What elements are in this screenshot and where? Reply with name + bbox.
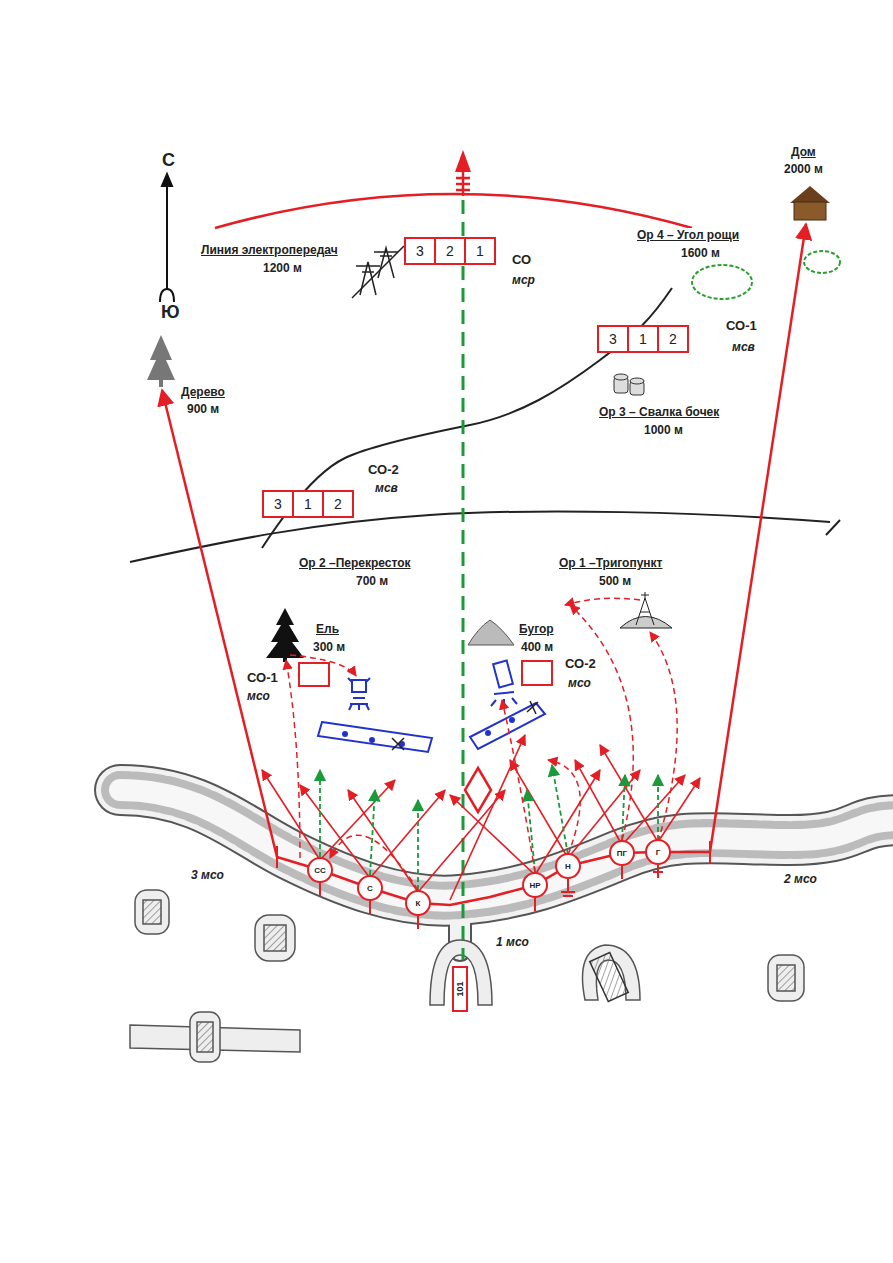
weapon-position: С xyxy=(357,875,383,901)
fire-arrows xyxy=(262,598,700,900)
node-label: 3 xyxy=(274,496,282,512)
node-label: СС xyxy=(314,866,326,875)
spruce xyxy=(266,608,304,662)
compass xyxy=(160,174,174,302)
landmark-name: Ель xyxy=(315,622,340,636)
sector-boundary xyxy=(162,150,806,857)
unit-name: мсо xyxy=(247,689,270,703)
sector-card: СОмср321 xyxy=(404,237,496,265)
node-label: 101 xyxy=(455,981,465,996)
landmark-name: Бугор xyxy=(518,622,555,636)
firing-line xyxy=(277,852,710,905)
power-line xyxy=(352,246,404,298)
node-label: 3 xyxy=(609,331,617,347)
weapon-position: ПГ xyxy=(609,840,635,866)
landmark-name: Дом xyxy=(790,145,817,159)
unit-name: мсо xyxy=(568,676,591,690)
sector-cell: 2 xyxy=(434,237,466,265)
node-label: 1 xyxy=(476,243,484,259)
weapon-position: Н xyxy=(555,853,581,879)
range-label: 1200 м xyxy=(262,261,303,275)
landmark-name: Ор 2 –Перекресток xyxy=(298,556,412,570)
weapon-position: Г xyxy=(645,839,671,865)
node-label: К xyxy=(416,899,421,908)
node-label: 2 xyxy=(334,496,342,512)
compass-letter: Ю xyxy=(160,302,181,323)
node-label: 1 xyxy=(639,331,647,347)
sector-cell: 1 xyxy=(464,237,496,265)
sector-name: СО-2 xyxy=(565,656,596,671)
unit-label: 1 мсо xyxy=(495,935,530,949)
node-label: ПГ xyxy=(617,849,627,858)
dugouts xyxy=(130,890,804,1062)
sector-cell: 1 xyxy=(627,325,659,353)
node-label: 3 xyxy=(416,243,424,259)
range-label: 500 м xyxy=(598,574,632,588)
node-label: Н xyxy=(565,862,571,871)
barrels xyxy=(614,374,644,395)
sector-box: СО-2мсо xyxy=(521,660,553,686)
landmark-name: Ор 3 – Свалка бочек xyxy=(598,405,720,419)
house xyxy=(790,186,830,220)
unit-label: 3 мсо xyxy=(190,868,225,882)
sector-cell: 3 xyxy=(262,490,294,518)
landmark-name: Линия электропередач xyxy=(200,243,339,257)
sector-name: СО xyxy=(512,252,531,267)
sector-cell: 2 xyxy=(657,325,689,353)
range-label: 1000 м xyxy=(643,423,684,437)
range-label: 1600 м xyxy=(680,246,721,260)
trigopoint xyxy=(620,592,672,628)
mound xyxy=(468,620,514,645)
road xyxy=(130,288,840,562)
sector-cell: 1 xyxy=(292,490,324,518)
sector-name: СО-2 xyxy=(368,462,399,477)
trench xyxy=(120,790,893,950)
sector-cell: 3 xyxy=(404,237,436,265)
sector-box: СО-1мсо xyxy=(298,662,330,687)
range-label: 400 м xyxy=(520,640,554,654)
landmark-name: Ор 1 –Тригопункт xyxy=(558,556,663,570)
sector-name: СО-1 xyxy=(726,318,757,333)
node-label: Г xyxy=(656,848,661,857)
landmark-name: Дерево xyxy=(180,385,226,399)
weapon-position: К xyxy=(405,890,431,916)
tree xyxy=(147,335,175,387)
main-direction xyxy=(462,200,465,960)
unit-label: 2 мсо xyxy=(783,872,818,886)
node-label: 2 xyxy=(446,243,454,259)
sector-name: СО-1 xyxy=(247,670,278,685)
weapon-position: НР xyxy=(522,872,548,898)
node-label: С xyxy=(367,884,373,893)
sector-cell: 2 xyxy=(322,490,354,518)
node-label: НР xyxy=(529,881,540,890)
sector-card: СО-2мсв312 xyxy=(262,490,354,518)
range-label: 300 м xyxy=(312,640,346,654)
range-label: 700 м xyxy=(355,574,389,588)
landmark-diamond xyxy=(465,768,491,812)
weapon-position: СС xyxy=(307,857,333,883)
vehicle-position: 101 xyxy=(452,966,468,1012)
range-label: 900 м xyxy=(186,402,220,416)
unit-name: мсв xyxy=(732,340,755,354)
range-label: 2000 м xyxy=(783,162,824,176)
node-label: 2 xyxy=(669,331,677,347)
landmark-name: Ор 4 – Угол рощи xyxy=(636,228,740,242)
sector-card: СО-1мсв312 xyxy=(597,325,689,353)
compass-letter: С xyxy=(161,150,176,171)
unit-name: мср xyxy=(512,273,535,287)
node-label: 1 xyxy=(304,496,312,512)
unit-name: мсв xyxy=(375,481,398,495)
sector-cell: 3 xyxy=(597,325,629,353)
